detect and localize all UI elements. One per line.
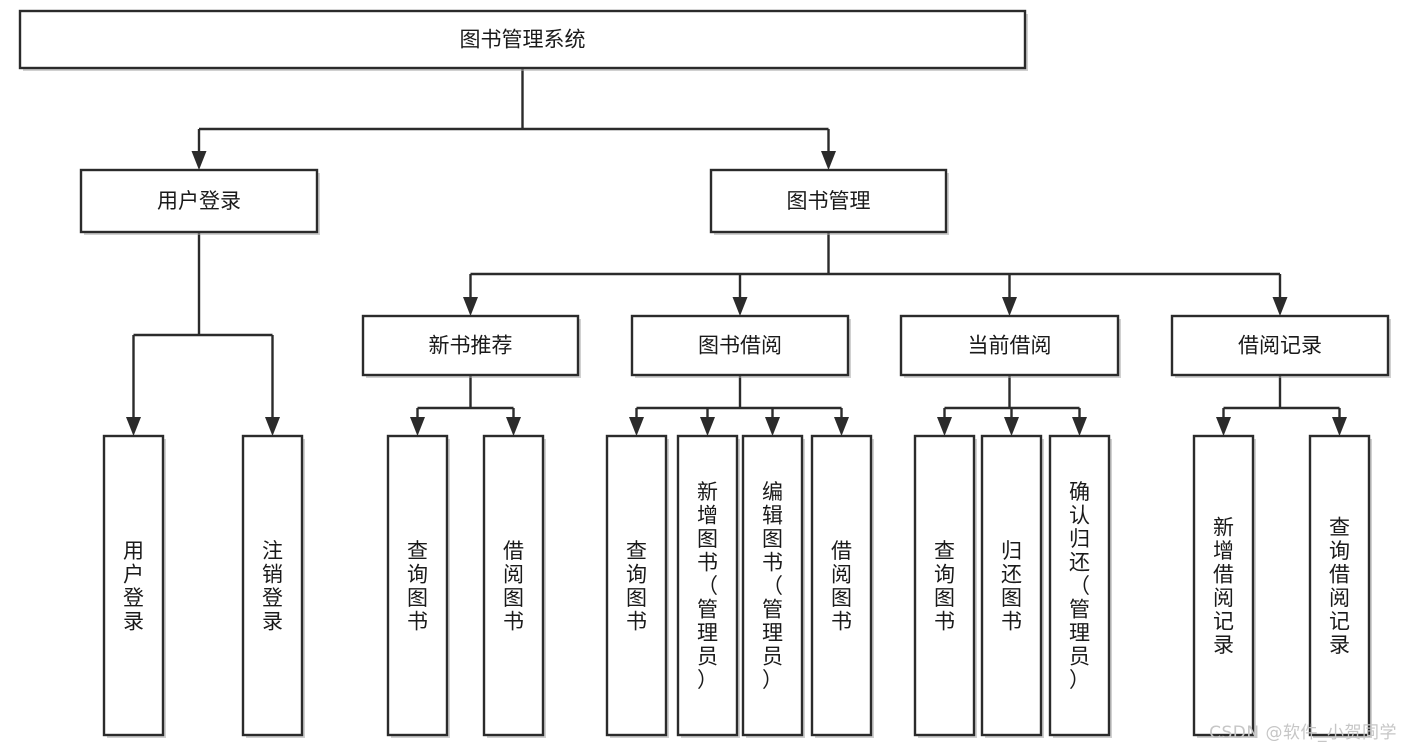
node-label: 确认归还（管理员）: [1069, 480, 1090, 692]
arrow-head-icon: [126, 417, 141, 436]
node-label: 查询图书: [626, 539, 647, 634]
arrow-head-icon: [1272, 297, 1288, 316]
box-outline: [630, 314, 850, 377]
node-leaf-3[interactable]: 借阅图书: [482, 434, 546, 738]
node-leaf-6[interactable]: 编辑图书（管理员）: [741, 434, 805, 738]
box-outline: [482, 434, 545, 737]
node-label: 借阅图书: [831, 539, 852, 634]
box-outline: [79, 168, 319, 234]
node-leaf-5[interactable]: 新增图书（管理员）: [676, 434, 740, 738]
connector-group: [191, 68, 836, 170]
arrow-head-icon: [191, 151, 207, 170]
node-leaf-10[interactable]: 确认归还（管理员）: [1048, 434, 1112, 738]
node-label: 新增借阅记录: [1213, 515, 1234, 657]
node-level3-1[interactable]: 图书借阅: [630, 314, 851, 378]
node-leaf-1[interactable]: 注销登录: [241, 434, 305, 738]
connector-group: [629, 375, 849, 436]
node-label: 新增图书（管理员）: [697, 480, 718, 692]
node-layer: 图书管理系统用户登录图书管理新书推荐图书借阅当前借阅借阅记录用户登录注销登录查询…: [18, 9, 1391, 738]
node-label: 图书管理: [787, 189, 871, 213]
box-outline: [899, 314, 1120, 377]
box-outline: [386, 434, 449, 737]
arrow-head-icon: [463, 297, 478, 316]
arrow-head-icon: [1004, 417, 1019, 436]
node-label: 当前借阅: [968, 334, 1052, 358]
node-label: 新书推荐: [429, 334, 513, 358]
connector-group: [410, 375, 521, 436]
box-outline: [1192, 434, 1255, 737]
box-outline: [1170, 314, 1390, 377]
node-leaf-4[interactable]: 查询图书: [605, 434, 669, 738]
box-outline: [676, 434, 739, 737]
node-label: 借阅记录: [1238, 334, 1322, 358]
connector-group: [126, 232, 280, 436]
node-label: 用户登录: [157, 189, 241, 213]
node-leaf-11[interactable]: 新增借阅记录: [1192, 434, 1256, 738]
node-leaf-0[interactable]: 用户登录: [102, 434, 166, 738]
box-outline: [361, 314, 580, 377]
node-leaf-7[interactable]: 借阅图书: [810, 434, 874, 738]
box-outline: [1308, 434, 1371, 737]
box-outline: [709, 168, 948, 234]
node-label: 查询图书: [407, 539, 428, 634]
arrow-head-icon: [700, 417, 715, 436]
arrow-head-icon: [937, 417, 952, 436]
box-outline: [810, 434, 873, 737]
node-label: 借阅图书: [503, 539, 524, 634]
node-label: 图书管理系统: [460, 28, 586, 52]
node-label: 查询图书: [934, 539, 955, 634]
node-label: 编辑图书（管理员）: [762, 480, 783, 692]
node-level3-0[interactable]: 新书推荐: [361, 314, 581, 378]
node-label: 查询借阅记录: [1329, 515, 1350, 657]
arrow-head-icon: [732, 297, 748, 316]
node-leaf-8[interactable]: 查询图书: [913, 434, 977, 738]
node-root-system[interactable]: 图书管理系统: [18, 9, 1028, 71]
box-outline: [913, 434, 976, 737]
box-outline: [605, 434, 668, 737]
arrow-head-icon: [629, 417, 644, 436]
arrow-head-icon: [265, 417, 280, 436]
connector-group: [463, 232, 1288, 316]
node-level3-2[interactable]: 当前借阅: [899, 314, 1121, 378]
arrow-head-icon: [1332, 417, 1347, 436]
box-outline: [1048, 434, 1111, 737]
arrow-head-icon: [765, 417, 780, 436]
arrow-head-icon: [506, 417, 521, 436]
arrow-head-icon: [821, 151, 836, 170]
arrow-head-icon: [1072, 417, 1087, 436]
arrow-head-icon: [834, 417, 849, 436]
arrow-head-icon: [1002, 297, 1017, 316]
box-outline: [102, 434, 165, 737]
arrow-head-icon: [1216, 417, 1231, 436]
node-level3-3[interactable]: 借阅记录: [1170, 314, 1391, 378]
node-leaf-9[interactable]: 归还图书: [980, 434, 1044, 738]
node-leaf-2[interactable]: 查询图书: [386, 434, 450, 738]
node-label: 用户登录: [123, 539, 144, 634]
box-outline: [18, 9, 1027, 70]
box-outline: [741, 434, 804, 737]
connector-group: [937, 375, 1087, 436]
connector-group: [1216, 375, 1347, 436]
connector-layer: [126, 68, 1347, 436]
node-leaf-12[interactable]: 查询借阅记录: [1308, 434, 1372, 738]
node-label: 归还图书: [1001, 539, 1022, 634]
box-outline: [980, 434, 1043, 737]
node-label: 图书借阅: [698, 334, 782, 358]
arrow-head-icon: [410, 417, 425, 436]
box-outline: [241, 434, 304, 737]
node-level2-0[interactable]: 用户登录: [79, 168, 320, 235]
node-level2-1[interactable]: 图书管理: [709, 168, 949, 235]
node-label: 注销登录: [262, 539, 283, 634]
